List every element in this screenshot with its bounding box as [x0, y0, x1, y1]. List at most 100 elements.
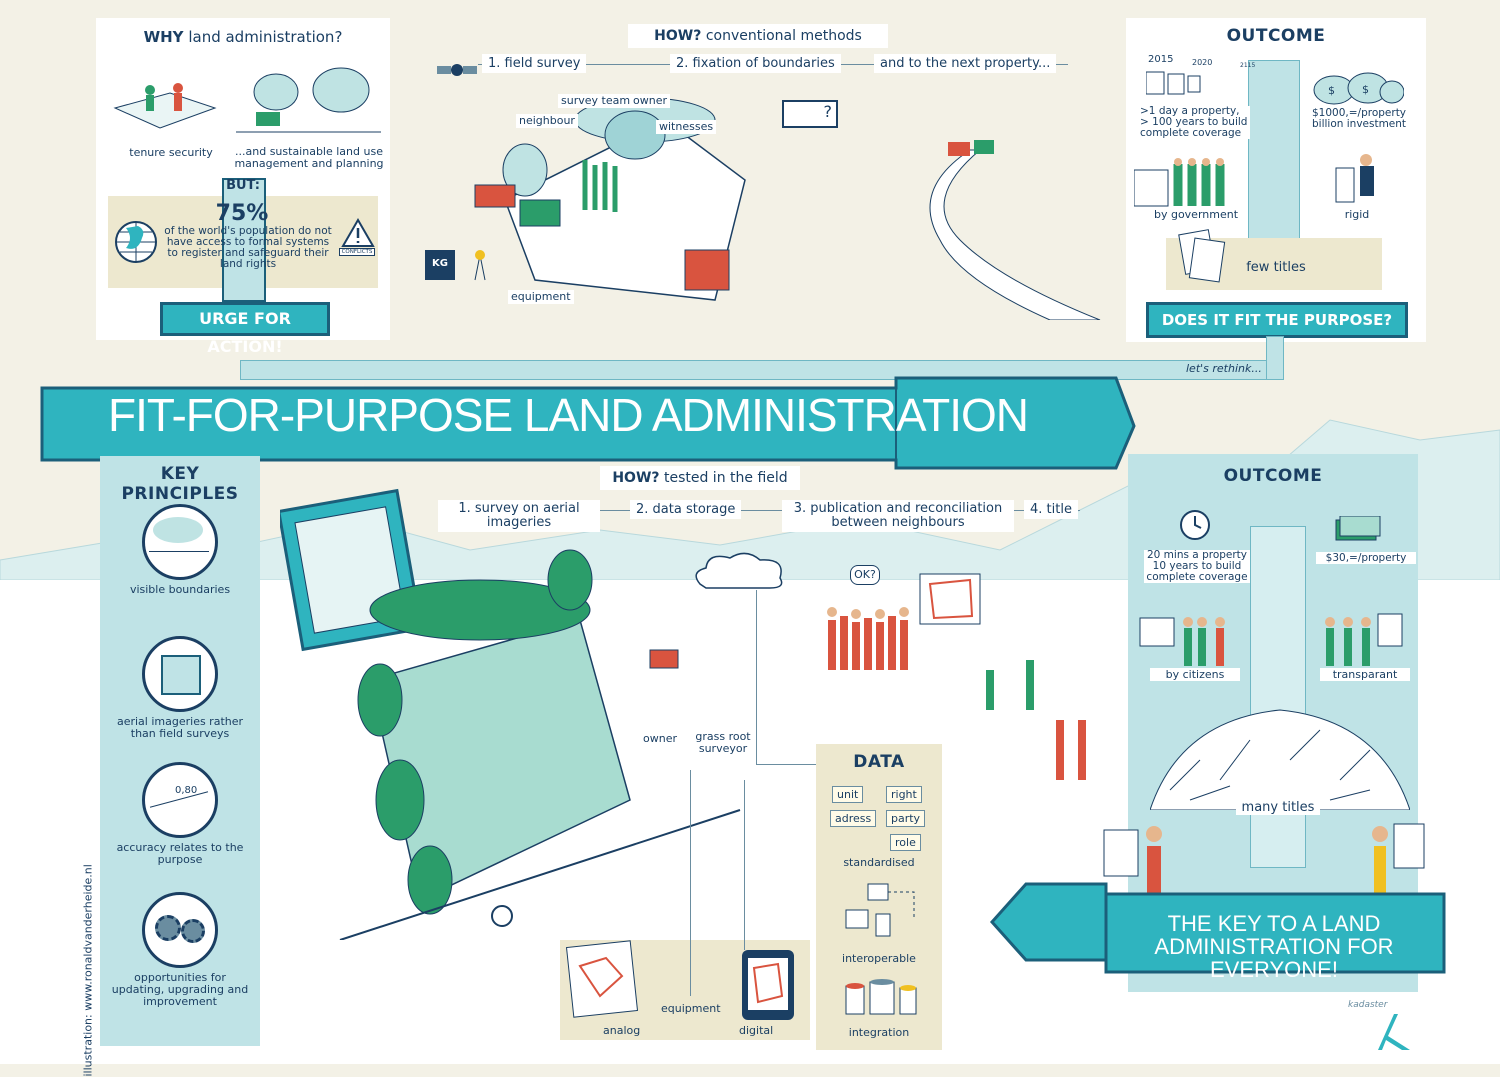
warning-icon — [341, 218, 375, 247]
citizens-illustration — [1139, 617, 1225, 666]
outcome-title-top: OUTCOME — [1226, 26, 1326, 46]
interoperable-label: interoperable — [842, 952, 916, 965]
integration-label: integration — [848, 1026, 910, 1039]
aerial-image-icon — [142, 636, 218, 712]
but-label: BUT: — [226, 178, 260, 193]
satellite-icon — [437, 64, 477, 76]
principle-label: aerial imageries rather than field surve… — [116, 715, 244, 740]
grass-root-surveyor-label: grass root surveyor — [690, 730, 756, 756]
how-tested-heading: HOW? tested in the field — [600, 466, 800, 490]
data-unit: unit — [832, 786, 864, 803]
banner-title: FIT-FOR-PURPOSE LAND ADMINISTRATION — [108, 389, 1029, 441]
principle-visible-boundaries: visible boundaries — [110, 504, 250, 596]
step-survey-aerial: 1. survey on aerial imageries — [438, 500, 600, 532]
cloud-link-line — [756, 590, 757, 764]
time-text-top: >1 day a property, > 100 years to build … — [1140, 106, 1250, 139]
digital-tablet-icon — [742, 950, 794, 1020]
by-government-label: by government — [1153, 208, 1239, 221]
data-adress: adress — [830, 810, 877, 827]
equipment-connector — [690, 770, 691, 996]
rethink-drop — [1266, 336, 1284, 380]
visible-boundaries-icon — [142, 504, 218, 580]
cost-text-bottom: $30,=/property — [1316, 552, 1416, 564]
svg-text:$: $ — [1362, 83, 1369, 96]
field-survey-scene: KG — [415, 64, 815, 314]
standardised-label: standardised — [843, 856, 915, 869]
population-text: of the world's population do not have ac… — [164, 225, 332, 270]
conflicts-sign: CONFLICTS — [339, 248, 375, 256]
tenure-illustration — [113, 83, 217, 129]
many-titles-pile — [1150, 709, 1410, 810]
analog-map-icon — [566, 940, 639, 1018]
how-conventional-heading: HOW? conventional methods — [628, 24, 888, 48]
step-title: 4. title — [1024, 500, 1078, 519]
but-arrow — [222, 178, 266, 302]
accuracy-value: 0,80 — [175, 785, 198, 796]
owner-label-top: owner — [630, 94, 670, 108]
data-party: party — [886, 810, 926, 827]
landuse-illustration — [236, 67, 381, 133]
tested-field-illustration — [280, 488, 741, 940]
money-bags-icon: $$ — [1313, 72, 1404, 105]
time-text-bottom: 20 mins a property 10 years to build com… — [1144, 550, 1250, 583]
many-titles-label: many titles — [1236, 800, 1320, 815]
accuracy-icon: 0,80 — [142, 762, 218, 838]
government-illustration — [1134, 158, 1225, 207]
tested-steps-connector — [440, 510, 1080, 511]
clock-icon — [1180, 510, 1210, 540]
step-fixation: 2. fixation of boundaries — [670, 54, 841, 73]
equipment-label-top: equipment — [508, 290, 574, 304]
cost-text-top: $1000,=/property billion investment — [1312, 107, 1407, 130]
step-publication: 3. publication and reconciliation betwee… — [782, 500, 1014, 532]
data-title: DATA — [853, 752, 905, 772]
calendar-icon — [1146, 71, 1201, 95]
big-arrow-top — [1248, 60, 1300, 272]
equipment-label-bottom: equipment — [661, 1002, 721, 1015]
key-ribbon — [989, 882, 1446, 974]
survey-team-label: survey team — [558, 94, 634, 108]
principle-aerial-imageries: aerial imageries rather than field surve… — [110, 636, 250, 740]
kadaster-logo-icon — [1378, 1014, 1410, 1050]
cash-icon — [1335, 516, 1381, 541]
globe-icon — [115, 221, 157, 263]
kadaster-label: kadaster — [1348, 1000, 1388, 1010]
transparant-illustration — [1325, 613, 1403, 666]
why-title: WHY land administration? — [143, 28, 343, 46]
key-ribbon-title: THE KEY TO A LAND ADMINISTRATION FOR EVE… — [1154, 911, 1394, 982]
computers-icon — [845, 883, 915, 937]
principle-label: opportunities for updating, upgrading an… — [111, 971, 249, 1008]
why-panel: WHY land administration? tenure security… — [96, 18, 390, 356]
data-right: right — [886, 786, 922, 803]
rigid-person-icon — [1335, 154, 1374, 203]
step-data-storage: 2. data storage — [630, 500, 742, 519]
outcome-panel-top: OUTCOME 2015 2020 2115 >1 day a property… — [1126, 18, 1426, 342]
equipment-connector-2 — [744, 780, 745, 950]
year-2115: 2115 — [1240, 62, 1256, 69]
outcome-title-bottom: OUTCOME — [1223, 466, 1323, 486]
few-titles-label: few titles — [1246, 260, 1306, 275]
rethink-label: let's rethink... — [1186, 362, 1262, 375]
boundary-question-sign: ? — [782, 100, 838, 128]
principle-label: visible boundaries — [129, 583, 231, 596]
transparant-label: transparant — [1320, 668, 1410, 681]
digital-label: digital — [739, 1024, 774, 1037]
analog-label: analog — [603, 1024, 641, 1037]
key-principles-list: visible boundaries aerial imageries rath… — [110, 500, 250, 1040]
few-titles-papers — [1178, 229, 1226, 283]
kg-weight-label: KG — [432, 258, 448, 269]
percent-figure: 75% — [215, 201, 269, 226]
database-icon — [845, 979, 917, 1015]
owner-label-bottom: owner — [640, 732, 680, 746]
tenure-security-label: tenure security — [129, 146, 213, 159]
year-2015: 2015 — [1148, 54, 1174, 65]
rigid-label: rigid — [1344, 208, 1370, 221]
principle-opportunities: opportunities for updating, upgrading an… — [110, 892, 250, 1008]
reconciliation-scene — [827, 573, 1086, 780]
principle-label: accuracy relates to the purpose — [116, 841, 244, 866]
cloud-to-data-line — [756, 764, 816, 765]
landuse-label: ...and sustainable land use management a… — [234, 145, 384, 170]
data-role: role — [890, 834, 921, 851]
road-illustration — [929, 140, 1101, 320]
principle-accuracy: 0,80 accuracy relates to the purpose — [110, 762, 250, 866]
svg-text:$: $ — [1328, 84, 1335, 97]
